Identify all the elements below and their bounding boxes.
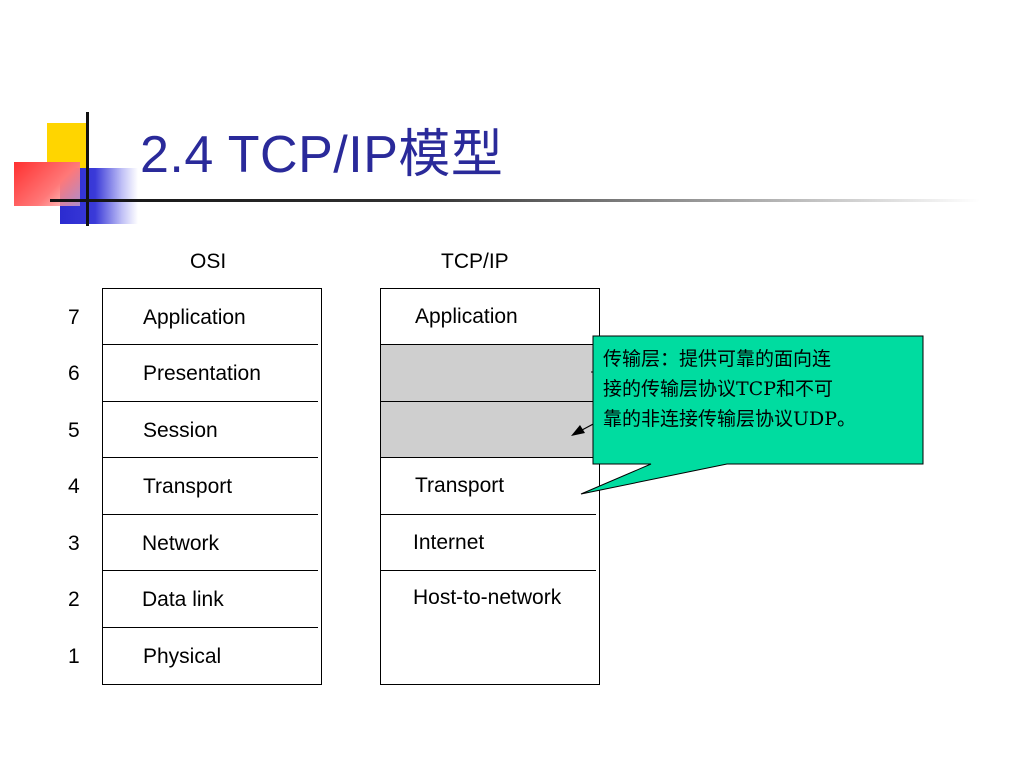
- callout-line-1: 传输层：提供可靠的面向连: [603, 348, 832, 370]
- slide-title: 2.4 TCP/IP模型: [140, 126, 504, 184]
- tcpip-divider: [380, 514, 596, 515]
- layer-number-7: 7: [68, 306, 80, 329]
- osi-divider: [102, 570, 318, 571]
- osi-layer-data-link: Data link: [142, 588, 224, 611]
- callout-text: 传输层：提供可靠的面向连 接的传输层协议TCP和不可 靠的非连接传输层协议UDP…: [603, 344, 923, 434]
- tcpip-layer-transport: Transport: [415, 474, 505, 497]
- callout-arrow-head: [571, 425, 585, 436]
- tcpip-layer-application: Application: [415, 305, 518, 328]
- callout-line-3: 靠的非连接传输层协议UDP。: [603, 408, 857, 430]
- title-decoration-vertical-line: [86, 112, 89, 226]
- osi-divider: [102, 344, 318, 345]
- tcpip-divider: [380, 401, 596, 402]
- title-decoration-yellow: [47, 123, 89, 169]
- osi-divider: [102, 401, 318, 402]
- osi-layer-application: Application: [143, 306, 246, 329]
- osi-divider: [102, 457, 318, 458]
- osi-divider: [102, 514, 318, 515]
- osi-stack: [102, 288, 322, 685]
- layer-number-5: 5: [68, 419, 80, 442]
- layer-number-6: 6: [68, 362, 80, 385]
- tcpip-layer-internet: Internet: [413, 531, 485, 554]
- tcpip-divider: [380, 570, 596, 571]
- title-underline: [50, 199, 980, 202]
- osi-divider: [102, 627, 318, 628]
- layer-number-4: 4: [68, 475, 80, 498]
- layer-number-1: 1: [68, 645, 80, 668]
- tcpip-layer-host-to-network: Host-to-network: [413, 586, 562, 609]
- title-decoration-red: [14, 162, 80, 206]
- tcpip-heading: TCP/IP: [441, 250, 509, 273]
- osi-layer-network: Network: [142, 532, 220, 555]
- osi-layer-transport: Transport: [143, 475, 233, 498]
- osi-layer-session: Session: [143, 419, 218, 442]
- tcpip-divider: [380, 344, 596, 345]
- tcpip-divider: [380, 457, 596, 458]
- osi-heading: OSI: [190, 250, 227, 273]
- callout-line-2: 接的传输层协议TCP和不可: [603, 378, 833, 400]
- callout-box: [580, 335, 924, 495]
- osi-layer-physical: Physical: [143, 645, 222, 668]
- layer-number-3: 3: [68, 532, 80, 555]
- osi-layer-presentation: Presentation: [143, 362, 261, 385]
- layer-number-2: 2: [68, 588, 80, 611]
